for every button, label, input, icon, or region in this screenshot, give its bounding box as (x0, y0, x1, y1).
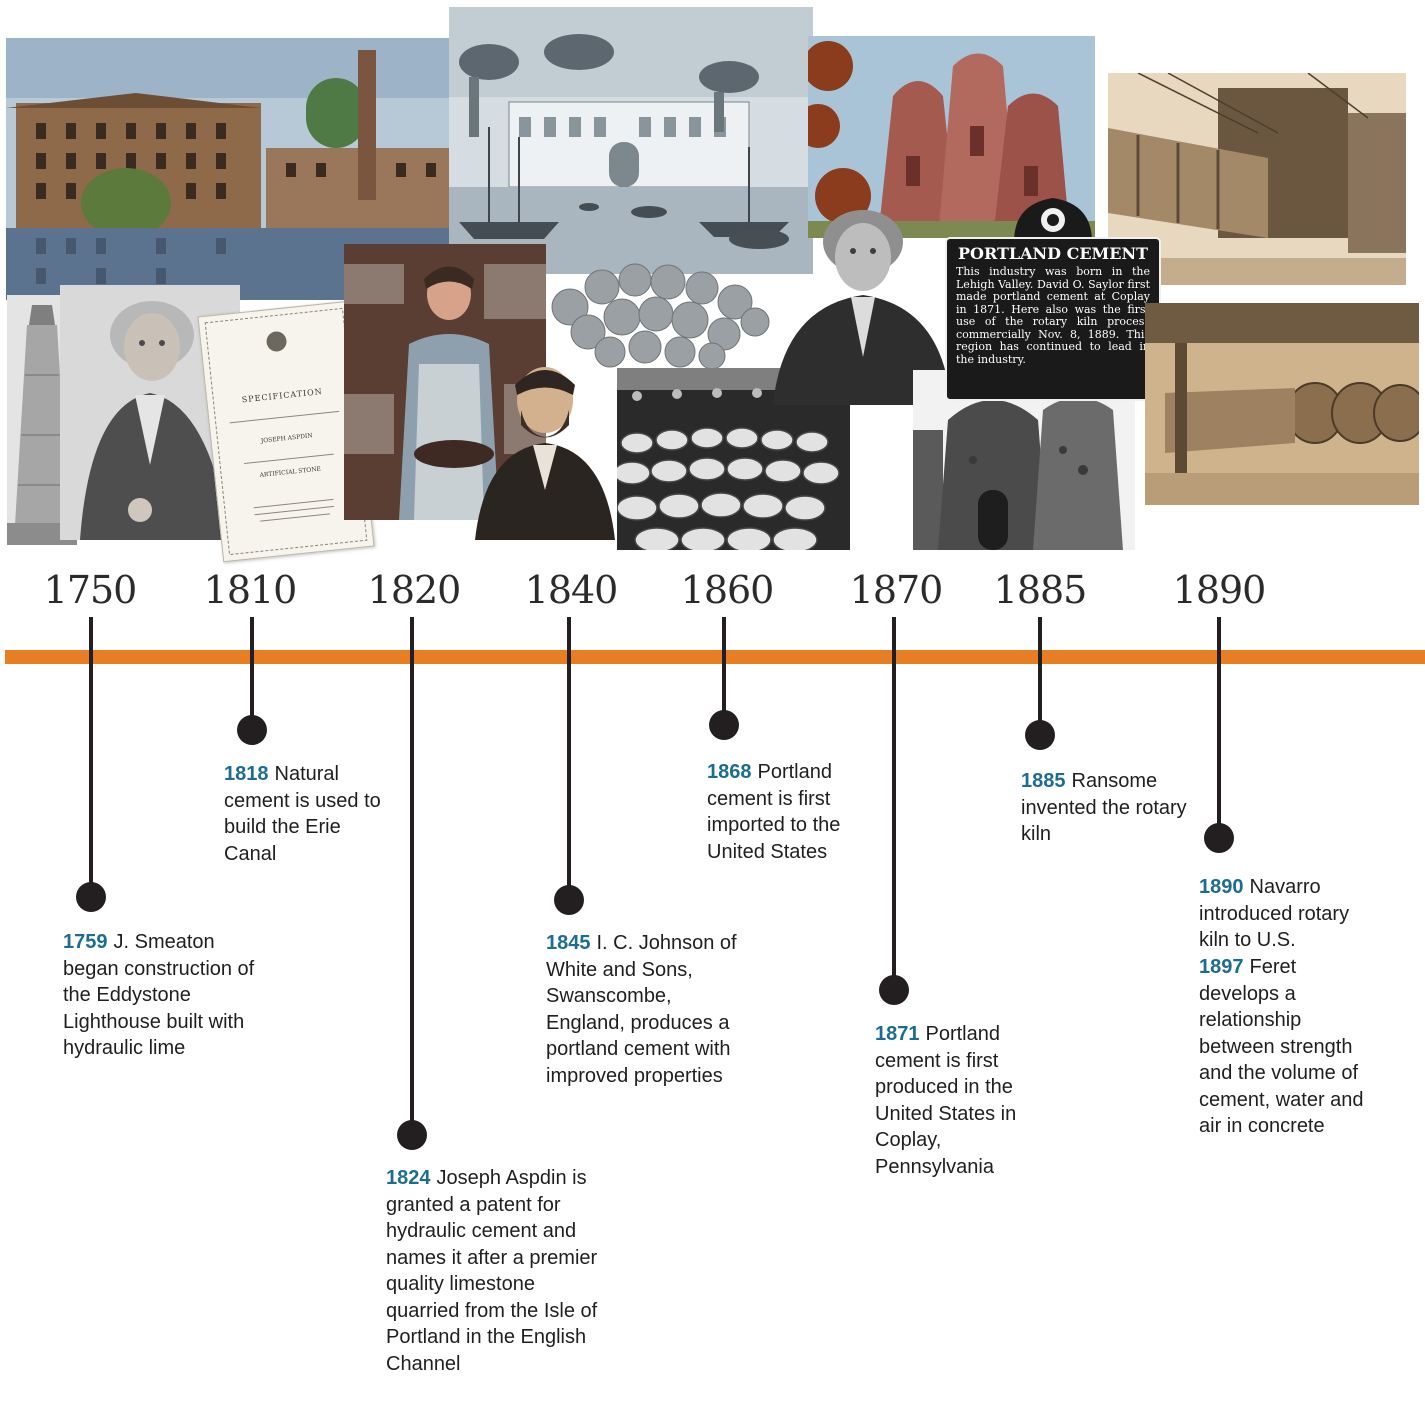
brick-mill-photo (6, 38, 450, 300)
event-dot-1759 (76, 882, 106, 912)
stem-1885 (1038, 617, 1042, 732)
event-year: 1871 (875, 1023, 920, 1045)
event-year: 1897 (1199, 956, 1244, 978)
stem-1750 (89, 617, 93, 895)
event-dot-1868 (709, 710, 739, 740)
event-text: Portland cement is first produced in the… (875, 1023, 1017, 1178)
event-dot-1890 (1204, 823, 1234, 853)
event-text: Natural cement is used to build the Erie… (224, 763, 381, 865)
tick-1890: 1890 (1172, 568, 1267, 612)
johnson-portrait (475, 355, 615, 540)
stem-1820 (410, 617, 414, 1132)
event-text: J. Smeaton began construction of the Edd… (63, 931, 255, 1059)
event-dot-1824 (397, 1120, 427, 1150)
timeline-axis (5, 650, 1425, 664)
tick-1820: 1820 (367, 568, 462, 612)
event-text: I. C. Johnson of White and Sons, Swansco… (546, 932, 737, 1087)
clinker-nodules (540, 252, 775, 372)
event-year: 1759 (63, 931, 108, 953)
stem-1870 (892, 617, 896, 987)
tick-1870: 1870 (849, 568, 944, 612)
event-text: Portland cement is first imported to the… (707, 761, 841, 863)
tick-1750: 1750 (43, 568, 138, 612)
stem-1810 (250, 617, 254, 727)
kiln-interior-photo (1145, 303, 1419, 505)
event-year: 1885 (1021, 770, 1066, 792)
harbor-factory-engraving (449, 7, 813, 274)
saylor-portrait (773, 187, 951, 405)
tick-1810: 1810 (203, 568, 298, 612)
tick-1840: 1840 (524, 568, 619, 612)
event-text: Ransome invented the rotary kiln (1021, 770, 1187, 845)
event-dot-1845 (554, 885, 584, 915)
event-text: Joseph Aspdin is granted a patent for hy… (386, 1167, 598, 1375)
tick-1860: 1860 (680, 568, 775, 612)
event-text: Navarro introduced rotary kiln to U.S. (1199, 876, 1350, 951)
event-dot-1871 (879, 975, 909, 1005)
event-year: 1818 (224, 763, 269, 785)
historical-marker-sign: PORTLAND CEMENT This industry was born i… (944, 196, 1162, 402)
stem-1860 (722, 617, 726, 722)
event-dot-1818 (237, 715, 267, 745)
stem-1840 (567, 617, 571, 897)
event-year: 1824 (386, 1167, 431, 1189)
tick-1885: 1885 (993, 568, 1088, 612)
patent-document: SPECIFICATION JOSEPH ASPDIN ARTIFICIAL S… (197, 300, 375, 563)
event-dot-1885 (1025, 720, 1055, 750)
stem-1890 (1217, 617, 1221, 837)
event-year: 1845 (546, 932, 591, 954)
event-text: Feret develops a relationship between st… (1199, 956, 1364, 1137)
sign-body: This industry was born in the Lehigh Val… (956, 265, 1150, 366)
worker-illustration (344, 244, 546, 520)
event-year: 1868 (707, 761, 752, 783)
sign-title: PORTLAND CEMENT (958, 244, 1148, 263)
event-year: 1890 (1199, 876, 1244, 898)
